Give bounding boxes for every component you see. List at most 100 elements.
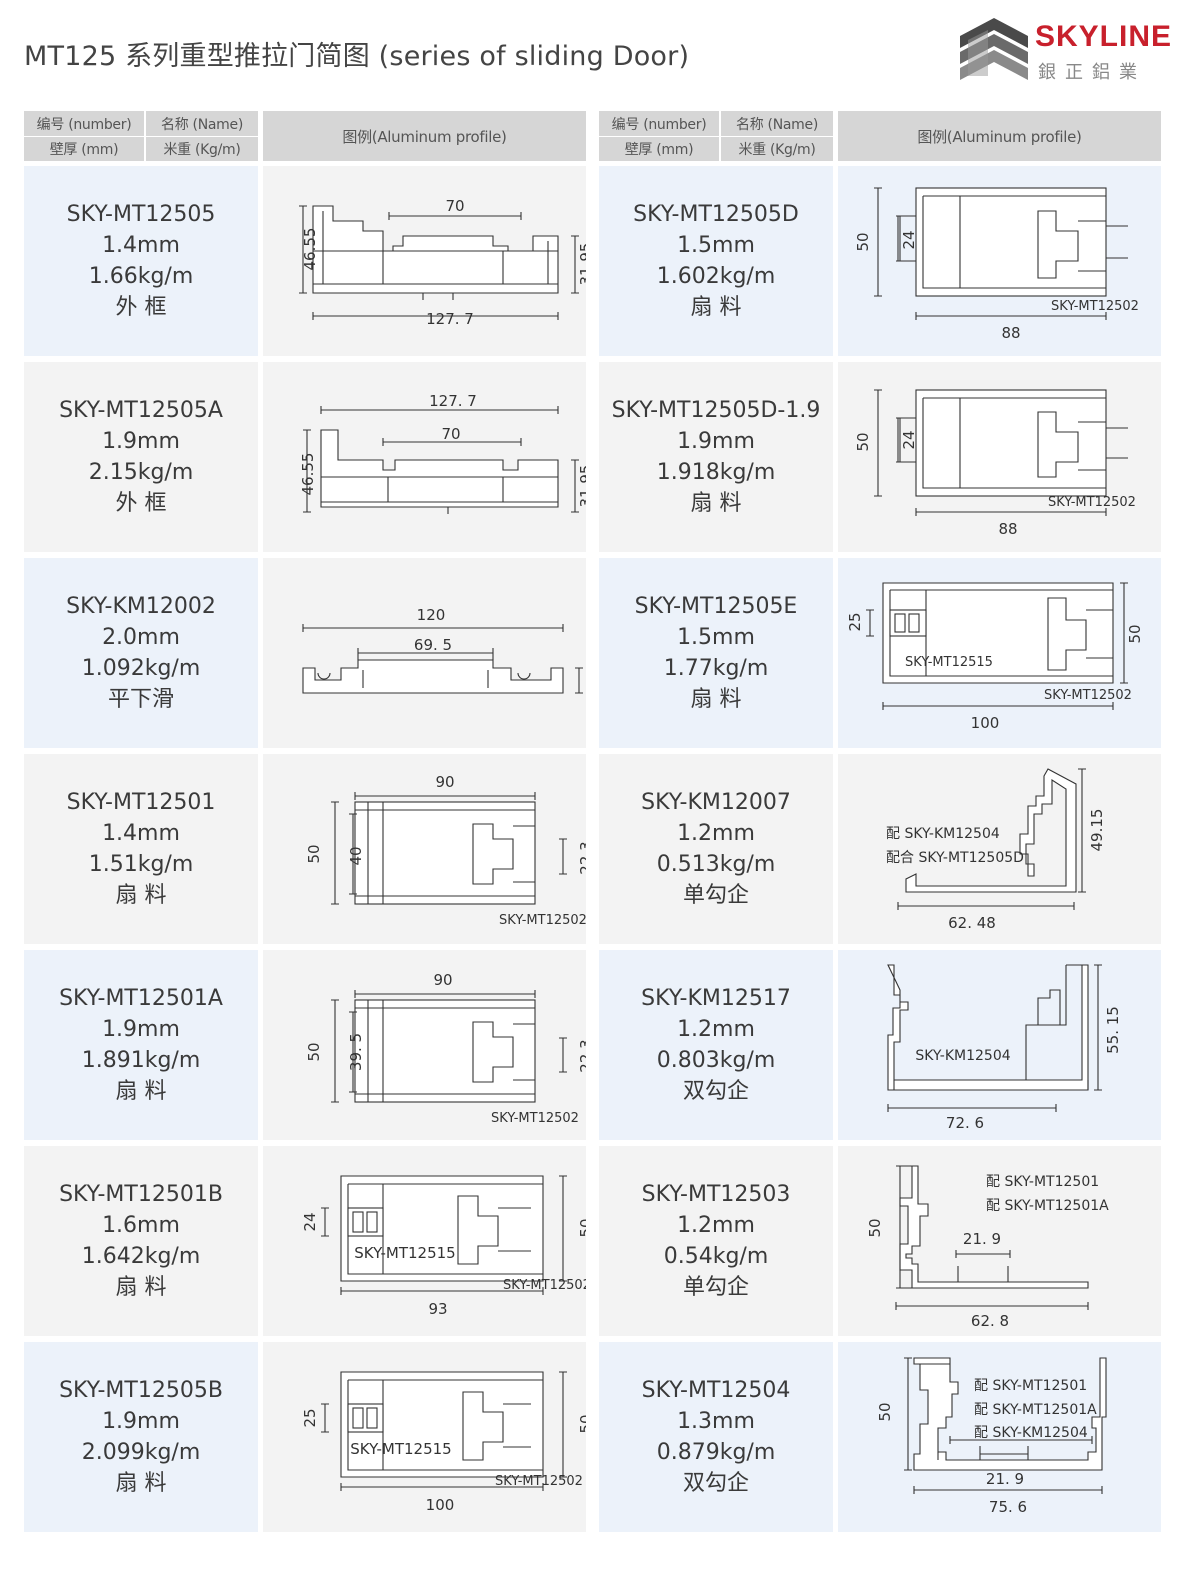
- profile-weight: 1.77kg/m: [663, 656, 769, 681]
- profile-thickness: 1.9mm: [102, 1017, 180, 1042]
- table-row: SKY-MT12505A 1.9mm 2.15kg/m 外 框 127. 7 7…: [24, 362, 586, 552]
- dim-label: 50: [854, 232, 872, 251]
- dim-label: 50: [854, 432, 872, 451]
- profile-drawing: 24 50 93 SKY-MT12515 SKY-MT12502: [263, 1146, 586, 1336]
- profile-name: 扇 料: [690, 491, 742, 516]
- profile-info: SKY-MT12503 1.2mm 0.54kg/m 单勾企: [599, 1146, 833, 1336]
- table-row: SKY-MT12503 1.2mm 0.54kg/m 单勾企 50 21. 9 …: [599, 1146, 1161, 1336]
- profile-thickness: 1.5mm: [677, 625, 755, 650]
- header-number: 编号 (number): [599, 111, 719, 136]
- profile-drawing: 127. 7 70 46.55 31.95: [263, 362, 586, 552]
- dim-label: 55. 15: [1104, 1006, 1122, 1054]
- profile-diagram: 55. 15 72. 6 SKY-KM12504: [887, 964, 1122, 1132]
- profile-weight: 0.54kg/m: [663, 1244, 769, 1269]
- profile-code: SKY-MT12501: [66, 790, 216, 815]
- profile-thickness: 2.0mm: [102, 625, 180, 650]
- profile-code: SKY-MT12505B: [59, 1378, 223, 1403]
- note-label: 配 SKY-KM12504: [974, 1425, 1088, 1441]
- profile-info: SKY-MT12501A 1.9mm 1.891kg/m 扇 料: [24, 950, 258, 1140]
- profile-name: 扇 料: [115, 1079, 167, 1104]
- profile-diagram: 49.15 62. 48 配 SKY-KM12504 配合 SKY-MT1250…: [886, 768, 1106, 932]
- dim-label: 50: [577, 1218, 586, 1237]
- profile-info: SKY-KM12517 1.2mm 0.803kg/m 双勾企: [599, 950, 833, 1140]
- company-logo: SKYLINE 銀正鋁業: [958, 18, 1176, 88]
- dim-label: 50: [577, 1414, 586, 1433]
- profile-name: 扇 料: [115, 883, 167, 908]
- profile-code: SKY-MT12505E: [634, 594, 798, 619]
- profile-thickness: 1.9mm: [677, 429, 755, 454]
- profile-name: 双勾企: [682, 1079, 749, 1104]
- profile-drawing: 120 69. 5 11: [263, 558, 586, 748]
- profile-thickness: 1.9mm: [102, 1409, 180, 1434]
- profile-weight: 0.513kg/m: [656, 852, 776, 877]
- profile-code: SKY-MT12503: [641, 1182, 791, 1207]
- profile-drawing: 50 21. 9 62. 8 配 SKY-MT12501 配 SKY-MT125…: [838, 1146, 1161, 1336]
- profile-code: SKY-MT12505: [66, 202, 216, 227]
- profile-info: SKY-MT12504 1.3mm 0.879kg/m 双勾企: [599, 1342, 833, 1532]
- ref-label: SKY-MT12502: [1051, 299, 1139, 314]
- profile-name: 扇 料: [115, 1471, 167, 1496]
- dim-label: 25: [846, 612, 864, 631]
- profile-weight: 1.66kg/m: [88, 264, 194, 289]
- profile-drawing: 90 50 39. 5 22.3 SKY-MT12502: [263, 950, 586, 1140]
- profile-weight: 1.092kg/m: [81, 656, 201, 681]
- profile-diagram: 127. 7 70 46.55 31.95: [299, 392, 586, 514]
- dim-label: 120: [417, 606, 446, 624]
- table-row: SKY-KM12007 1.2mm 0.513kg/m 单勾企 49.15 62…: [599, 754, 1161, 944]
- profile-drawing: 25 50 100 SKY-MT12515 SKY-MT12502: [838, 558, 1161, 748]
- dim-label: 62. 8: [971, 1312, 1009, 1330]
- profile-thickness: 1.6mm: [102, 1213, 180, 1238]
- note-label: 配 SKY-KM12504: [886, 826, 1000, 842]
- profile-thickness: 1.2mm: [677, 1017, 755, 1042]
- profile-code: SKY-KM12517: [641, 986, 791, 1011]
- profile-thickness: 1.2mm: [677, 821, 755, 846]
- note-label: 配 SKY-MT12501A: [986, 1198, 1109, 1214]
- dim-label: 75. 6: [989, 1498, 1027, 1516]
- ref-label: SKY-MT12515: [354, 1244, 455, 1262]
- ref-label: SKY-MT12502: [495, 1474, 583, 1489]
- dim-label: 50: [866, 1218, 884, 1237]
- table-row: SKY-MT12505 1.4mm 1.66kg/m 外 框 70 46.55 …: [24, 166, 586, 356]
- profile-diagram: 25 50 100 SKY-MT12515 SKY-MT12502: [846, 582, 1144, 732]
- logo-wordmark: SKYLINE: [1035, 20, 1173, 53]
- profile-thickness: 1.4mm: [102, 233, 180, 258]
- ref-label: SKY-MT12515: [905, 655, 993, 670]
- profile-name: 外 框: [115, 491, 167, 516]
- table-row: SKY-MT12501B 1.6mm 1.642kg/m 扇 料 24 50 9…: [24, 1146, 586, 1336]
- dim-label: 24: [301, 1212, 319, 1231]
- dim-label: 22.3: [577, 1039, 586, 1072]
- dim-label: 31.95: [577, 243, 586, 286]
- header-weight: 米重 (Kg/m): [721, 137, 833, 161]
- profile-code: SKY-MT12504: [641, 1378, 791, 1403]
- note-label: 配 SKY-MT12501: [986, 1174, 1099, 1190]
- profile-drawing: 55. 15 72. 6 SKY-KM12504: [838, 950, 1161, 1140]
- ref-label: SKY-MT12502: [491, 1111, 579, 1126]
- dim-label: 100: [426, 1496, 455, 1514]
- profile-code: SKY-MT12505A: [59, 398, 223, 423]
- profile-diagram: 120 69. 5 11: [302, 606, 586, 694]
- ref-label: SKY-MT12502: [1044, 688, 1132, 703]
- profile-info: SKY-MT12505D 1.5mm 1.602kg/m 扇 料: [599, 166, 833, 356]
- dim-label: 22.3: [577, 841, 586, 874]
- profile-name: 单勾企: [682, 883, 749, 908]
- profile-info: SKY-KM12002 2.0mm 1.092kg/m 平下滑: [24, 558, 258, 748]
- profile-info: SKY-MT12505E 1.5mm 1.77kg/m 扇 料: [599, 558, 833, 748]
- profile-diagram: 50 21. 9 75. 6 配 SKY-MT12501 配 SKY-MT125…: [876, 1357, 1107, 1516]
- profile-weight: 1.602kg/m: [656, 264, 776, 289]
- table-row: SKY-KM12517 1.2mm 0.803kg/m 双勾企 55. 15 7…: [599, 950, 1161, 1140]
- profile-diagram: 90 50 40 22.3 SKY-MT12502: [305, 773, 586, 928]
- dim-label: 21. 9: [986, 1470, 1024, 1488]
- ref-label: SKY-MT12515: [350, 1440, 451, 1458]
- header-thickness: 壁厚 (mm): [24, 137, 144, 161]
- profile-name: 扇 料: [690, 687, 742, 712]
- profile-code: SKY-MT12505D: [633, 202, 799, 227]
- note-label: 配 SKY-MT12501A: [974, 1402, 1097, 1418]
- profile-diagram: 50 24 88 SKY-MT12502: [854, 187, 1139, 342]
- profile-weight: 2.099kg/m: [81, 1440, 201, 1465]
- dim-label: 90: [433, 971, 452, 989]
- profile-drawing: 90 50 40 22.3 SKY-MT12502: [263, 754, 586, 944]
- profile-info: SKY-MT12505 1.4mm 1.66kg/m 外 框: [24, 166, 258, 356]
- ref-label: SKY-MT12502: [499, 913, 586, 928]
- header-name: 名称 (Name): [721, 111, 833, 136]
- dim-label: 69. 5: [414, 636, 452, 654]
